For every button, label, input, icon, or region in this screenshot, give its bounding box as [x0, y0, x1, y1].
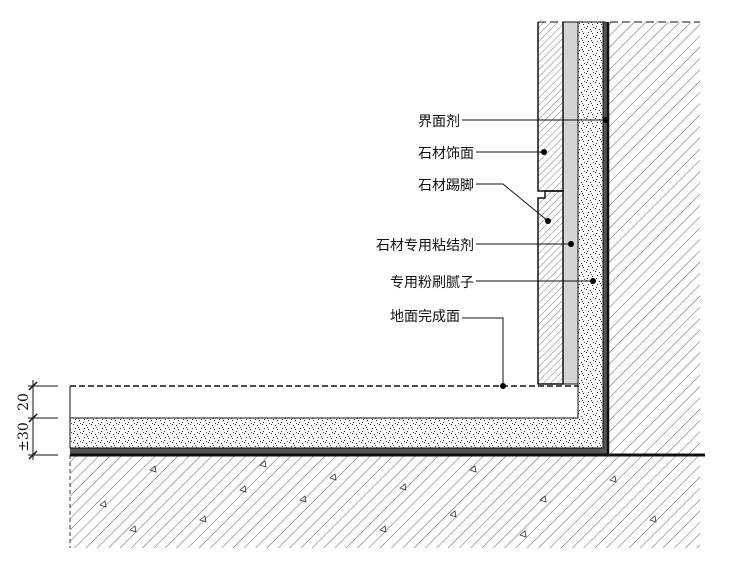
leader-lines [462, 117, 609, 389]
stone-skirting [537, 190, 564, 385]
label-stone-adhesive: 石材专用粘结剂 [376, 238, 474, 254]
structural-wall [609, 22, 700, 455]
label-interface-agent: 界面剂 [418, 114, 460, 130]
label-plaster-putty: 专用粉刷腻子 [390, 275, 474, 291]
stone-facing [537, 22, 564, 192]
dimension-line [28, 380, 58, 460]
stone-adhesive-layer [562, 21, 579, 385]
dimension-lower: ±30 [16, 422, 32, 452]
ground-slab [69, 455, 700, 548]
interface-agent-layer [70, 22, 705, 457]
dimension-upper: 20 [16, 393, 32, 411]
label-stone-facing: 石材饰面 [418, 146, 474, 162]
label-finished-floor: 地面完成面 [390, 309, 460, 325]
label-stone-skirting: 石材踢脚 [418, 178, 474, 194]
plaster-putty-layer [69, 21, 604, 449]
